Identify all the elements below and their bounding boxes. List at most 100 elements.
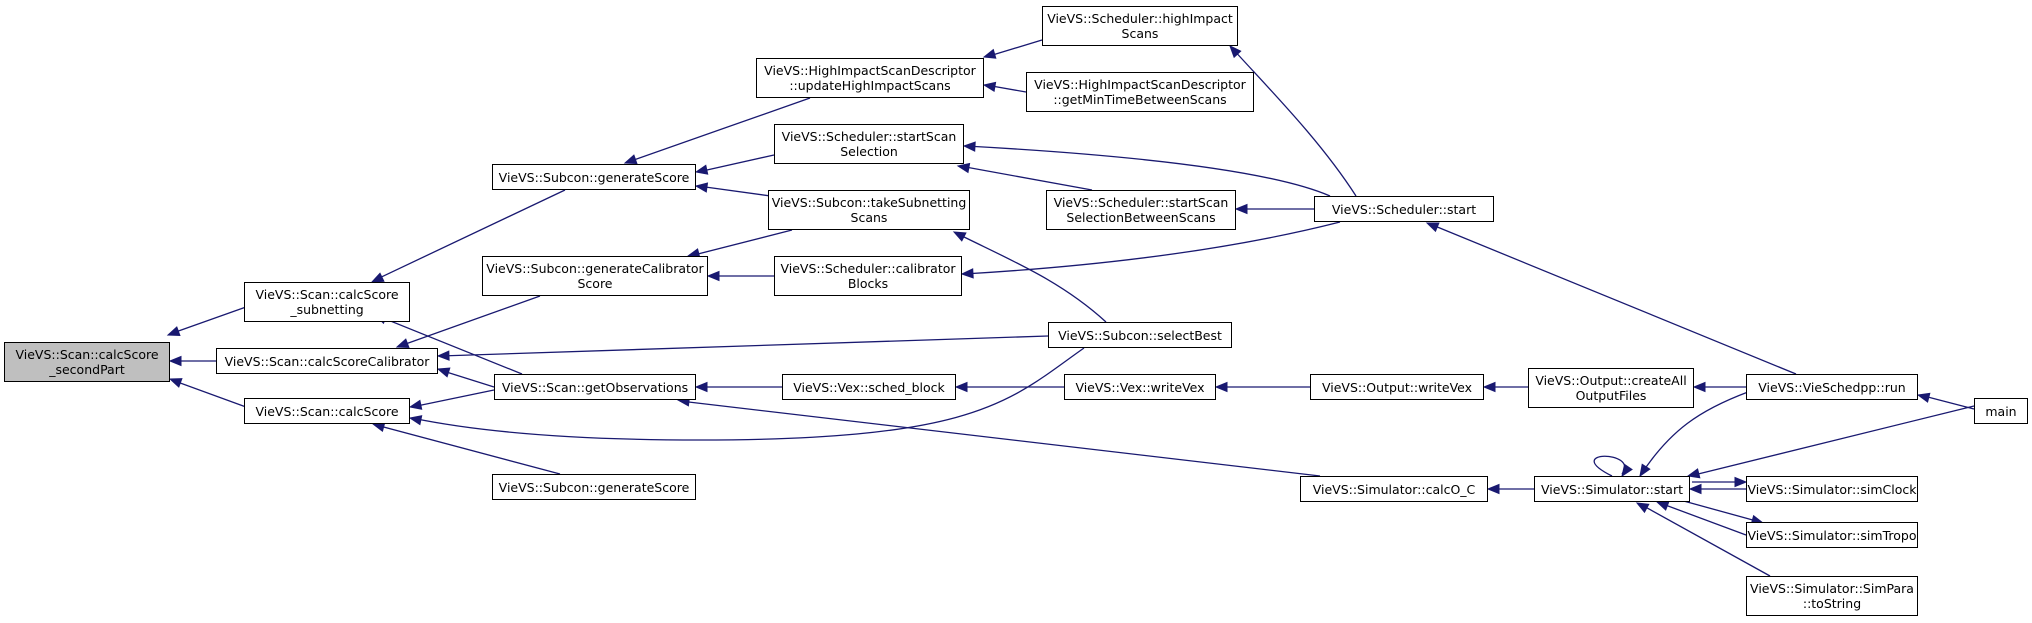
node-high-impact-get-min-time[interactable]: VieVS::HighImpactScanDescriptor ::getMin…	[1026, 72, 1254, 112]
node-main[interactable]: main	[1974, 398, 2028, 424]
edge-select-best-to-calcscore	[408, 347, 1085, 441]
node-root: VieVS::Scan::calcScore _secondPart	[4, 342, 170, 382]
node-subcon-generate-calibrator-score[interactable]: VieVS::Subcon::generateCalibrator Score	[482, 256, 708, 296]
edge-gensc-top-to-subnetting	[370, 189, 566, 283]
node-label: VieVS::Vex::sched_block	[793, 379, 945, 395]
arrowhead-icon	[1621, 463, 1633, 478]
arrowhead-icon	[1688, 483, 1702, 495]
node-scan-get-observations[interactable]: VieVS::Scan::getObservations	[494, 374, 696, 400]
edge-run-to-createall	[1692, 381, 1746, 393]
arrowhead-icon	[1486, 483, 1500, 495]
node-label-line-2: ::toString	[1802, 596, 1862, 611]
node-subcon-generate-score-top[interactable]: VieVS::Subcon::generateScore	[492, 164, 696, 190]
node-label-line-1: VieVS::Scan::calcScore	[15, 347, 159, 362]
edge-takesubnet-to-gencal	[686, 229, 793, 259]
edge-line	[679, 400, 1321, 477]
node-output-create-all-files[interactable]: VieVS::Output::createAll OutputFiles	[1528, 368, 1694, 408]
edge-schedblock-to-getobs	[694, 381, 782, 393]
edge-line	[627, 97, 811, 163]
edge-hisd-update-to-gensc	[623, 97, 811, 165]
edge-line	[955, 232, 1107, 323]
arrowhead-icon	[1229, 45, 1242, 59]
node-scheduler-start-scan-selection[interactable]: VieVS::Scheduler::startScan Selection	[774, 124, 964, 164]
edge-simstart-to-simclock	[1692, 476, 1748, 488]
node-label-line-1: VieVS::Subcon::generateCalibrator	[486, 261, 704, 276]
arrowhead-icon	[1635, 502, 1650, 514]
node-simulator-start[interactable]: VieVS::Simulator::start	[1534, 476, 1690, 502]
node-calc-score-subnetting[interactable]: VieVS::Scan::calcScore _subnetting	[244, 282, 410, 322]
arrowhead-icon	[436, 367, 451, 378]
node-label: VieVS::Subcon::selectBest	[1058, 327, 1222, 343]
node-simulator-simpara-tostring[interactable]: VieVS::Simulator::SimPara ::toString	[1746, 576, 1918, 616]
edge-line	[1679, 499, 1761, 523]
edge-line	[1231, 47, 1357, 197]
edge-run-to-scheduler-start	[1425, 222, 1797, 375]
edge-line	[1659, 502, 1747, 536]
edge-line	[1689, 405, 1975, 477]
node-vieschedpp-run[interactable]: VieVS::VieSchedpp::run	[1746, 374, 1918, 400]
arrowhead-icon	[1655, 501, 1670, 511]
node-label-line-2: Scans	[1121, 26, 1159, 41]
node-high-impact-update[interactable]: VieVS::HighImpactScanDescriptor ::update…	[756, 58, 984, 98]
edge-simstart-to-simtropo	[1679, 499, 1765, 525]
edge-simtropo-to-simstart	[1655, 501, 1747, 536]
edge-select-best-to-takesubnet	[952, 231, 1107, 323]
node-label-line-1: VieVS::Output::createAll	[1535, 373, 1687, 388]
node-subcon-generate-score-bottom[interactable]: VieVS::Subcon::generateScore	[492, 474, 696, 500]
arrowhead-icon	[956, 162, 971, 174]
node-calc-score-calibrator[interactable]: VieVS::Scan::calcScoreCalibrator	[216, 348, 438, 374]
edge-line	[1639, 503, 1771, 577]
edge-line	[439, 369, 495, 388]
node-scheduler-calibrator-blocks[interactable]: VieVS::Scheduler::calibrator Blocks	[774, 256, 962, 296]
edge-subnetting-to-root	[166, 306, 247, 337]
edge-simclock-to-simstart	[1688, 483, 1746, 495]
node-label-line-2: Scans	[850, 210, 888, 225]
node-scheduler-start[interactable]: VieVS::Scheduler::start	[1314, 196, 1494, 222]
edge-min-time-to-hisd-update	[982, 81, 1027, 93]
node-label: VieVS::Scan::calcScore	[255, 403, 399, 419]
edge-line	[375, 424, 561, 475]
node-simulator-sim-clock[interactable]: VieVS::Simulator::simClock	[1746, 476, 1918, 502]
node-label: VieVS::Scan::getObservations	[501, 379, 689, 395]
edge-getobs-to-calibrator	[436, 367, 495, 388]
node-label-line-1: VieVS::Scheduler::startScan	[1053, 195, 1229, 210]
node-label: VieVS::Scan::calcScoreCalibrator	[224, 353, 430, 369]
node-scheduler-high-impact-scans[interactable]: VieVS::Scheduler::highImpact Scans	[1042, 6, 1238, 46]
edge-createall-to-output-writevex	[1482, 381, 1528, 393]
node-simulator-calc-o-c[interactable]: VieVS::Simulator::calcO_C	[1300, 476, 1488, 502]
node-vex-sched-block[interactable]: VieVS::Vex::sched_block	[782, 374, 956, 400]
edge-simstart-to-calco	[1486, 483, 1534, 495]
node-simulator-sim-tropo[interactable]: VieVS::Simulator::simTropo	[1746, 522, 1918, 548]
edge-line	[374, 189, 566, 281]
node-label: VieVS::Subcon::generateScore	[498, 169, 690, 185]
edge-line	[965, 145, 1331, 197]
arrowhead-icon	[1916, 392, 1931, 403]
node-vex-write-vex[interactable]: VieVS::Vex::writeVex	[1064, 374, 1216, 400]
arrowhead-icon	[1425, 222, 1440, 233]
node-label-line-1: VieVS::Scheduler::calibrator	[780, 261, 956, 276]
edge-gensc-bottom-to-calcscore	[371, 421, 561, 475]
edge-startscansel-to-gensc	[694, 154, 775, 175]
node-label-line-2: Selection	[840, 144, 898, 159]
edge-line	[171, 379, 247, 408]
node-scheduler-start-scan-selection-between[interactable]: VieVS::Scheduler::startScan SelectionBet…	[1046, 190, 1236, 230]
arrowhead-icon	[694, 182, 709, 193]
edge-line	[1593, 455, 1626, 477]
edge-line	[1429, 223, 1797, 375]
arrowhead-icon	[395, 338, 410, 349]
node-output-write-vex[interactable]: VieVS::Output::writeVex	[1310, 374, 1484, 400]
node-label-line-2: SelectionBetweenScans	[1066, 210, 1216, 225]
node-calc-score[interactable]: VieVS::Scan::calcScore	[244, 398, 410, 424]
node-subcon-take-subnetting-scans[interactable]: VieVS::Subcon::takeSubnetting Scans	[768, 190, 970, 230]
arrowhead-icon	[952, 231, 967, 242]
node-label: VieVS::Subcon::generateScore	[498, 479, 690, 495]
arrowhead-icon	[954, 381, 968, 393]
node-label: VieVS::VieSchedpp::run	[1758, 379, 1906, 395]
node-subcon-select-best[interactable]: VieVS::Subcon::selectBest	[1048, 322, 1232, 348]
edge-scheduler-start-to-calblocks	[960, 221, 1341, 279]
edge-high-impact-to-hisd-update	[982, 39, 1043, 59]
node-label: VieVS::Output::writeVex	[1321, 379, 1473, 395]
node-label-line-1: VieVS::HighImpactScanDescriptor	[1034, 77, 1246, 92]
node-label-line-2: OutputFiles	[1575, 388, 1647, 403]
node-label-line-1: VieVS::Scheduler::startScan	[781, 129, 957, 144]
